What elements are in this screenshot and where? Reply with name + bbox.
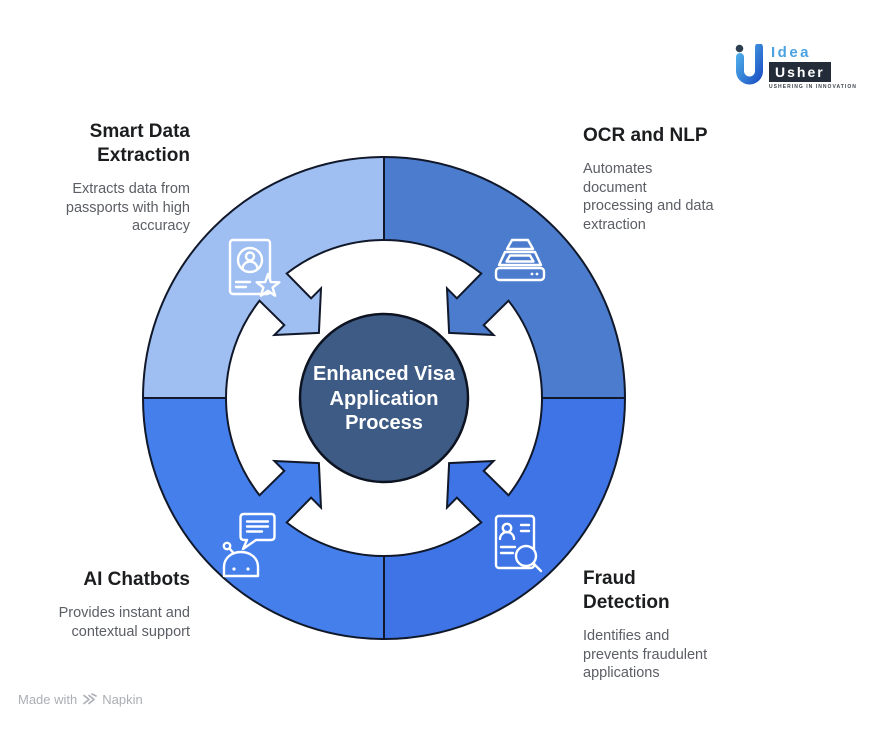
- section-body: Provides instant and contextual support: [58, 605, 190, 640]
- magnifier-lens: [514, 544, 538, 568]
- id-card-star-icon: [228, 238, 281, 297]
- brand-logo-text: Idea Usher USHERING IN INNOVATION: [769, 44, 857, 90]
- section-body: Automates document processing and data e…: [583, 161, 714, 233]
- section-title: Fraud Detection: [583, 568, 670, 613]
- section-body: Identifies and prevents fraudulent appli…: [583, 628, 708, 681]
- section-ai-chatbots: AI Chatbots Provides instant and context…: [6, 568, 190, 641]
- made-with-label: Made with: [18, 692, 78, 707]
- section-fraud-detection: Fraud Detection Identifies and prevents …: [583, 567, 748, 683]
- brand-idea-label: Idea: [771, 44, 812, 61]
- brand-usher-label: Usher: [769, 62, 831, 82]
- made-with-napkin: Made with Napkin: [18, 692, 143, 707]
- document-search-icon: [494, 514, 543, 573]
- center-title: Enhanced Visa Application Process: [313, 363, 455, 434]
- napkin-brand-label: Napkin: [102, 692, 143, 707]
- section-smart-data-extraction: Smart Data Extraction Extracts data from…: [6, 120, 190, 236]
- center-circle: [298, 312, 470, 484]
- section-ocr-and-nlp: OCR and NLP Automates document processin…: [583, 124, 748, 234]
- brand-tagline: USHERING IN INNOVATION: [769, 84, 857, 90]
- section-body: Extracts data from passports with high a…: [65, 181, 190, 234]
- brand-logo: Idea Usher USHERING IN INNOVATION: [735, 44, 857, 92]
- idea-usher-u-mark-icon: [735, 44, 763, 85]
- section-title: AI Chatbots: [83, 569, 190, 590]
- section-title: OCR and NLP: [583, 125, 708, 146]
- quadrant-bottom-left: [141, 397, 385, 641]
- napkin-logo-icon: [83, 693, 98, 705]
- scanner-icon: [494, 238, 546, 282]
- star-shape: [255, 272, 281, 297]
- chatbot-icon: [222, 512, 276, 578]
- section-title: Smart Data Extraction: [89, 121, 190, 166]
